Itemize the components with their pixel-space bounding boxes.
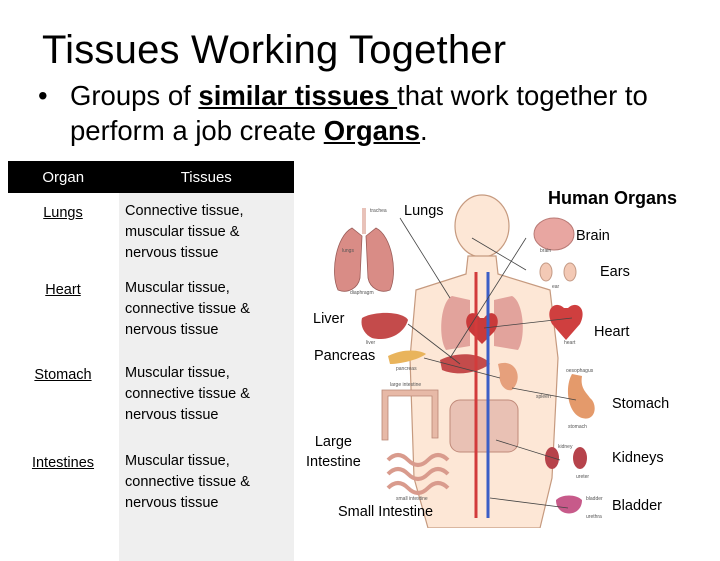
small-label-ear: ear — [552, 284, 560, 290]
bullet-suffix: . — [420, 115, 428, 146]
bullet-prefix: Groups of — [70, 80, 199, 111]
small-label-spleen: spleen — [536, 394, 551, 400]
cell-organ: Heart — [8, 270, 119, 355]
small-label-bladder: bladder — [586, 496, 603, 502]
pancreas-diagram-icon — [388, 350, 426, 364]
heart-diagram-icon — [549, 304, 583, 340]
small-label-lungs: lungs — [342, 248, 354, 254]
cell-organ: Intestines — [8, 443, 119, 561]
label-small-intestine: Small Intestine — [338, 504, 434, 520]
header-tissues: Tissues — [118, 161, 294, 193]
large-intestine-diagram-icon — [381, 389, 439, 441]
liver-diagram-icon — [361, 312, 408, 340]
small-label-stomach: stomach — [568, 424, 587, 430]
small-label-diaphragm: diaphragm — [350, 290, 374, 296]
bullet-middle: that work together to perform a job crea… — [70, 80, 648, 146]
slide-title: Tissues Working Together — [42, 28, 507, 72]
ears-diagram-icon — [539, 262, 577, 282]
cell-tissues: Muscular tissue, connective tissue & ner… — [118, 443, 294, 561]
organ-tissue-table: Organ Tissues Lungs Connective tissue, m… — [8, 161, 294, 561]
small-intestine-diagram-icon — [386, 453, 450, 495]
pointer-lines — [399, 217, 577, 509]
bullet-emphasis-organs: Organs — [323, 115, 421, 146]
label-heart: Heart — [594, 324, 630, 340]
bladder-diagram-icon — [556, 495, 582, 514]
small-label-kidney: kidney — [558, 444, 573, 450]
small-label-pancreas: pancreas — [396, 366, 417, 372]
label-ears: Ears — [600, 264, 630, 280]
label-liver: Liver — [313, 311, 345, 327]
table-header-row: Organ Tissues — [8, 161, 294, 193]
cell-tissues: Connective tissue, muscular tissue & ner… — [118, 193, 294, 270]
label-brain: Brain — [576, 228, 610, 244]
cell-organ: Lungs — [8, 193, 119, 270]
small-label-urethra: urethra — [586, 514, 602, 520]
bullet-point: • Groups of similar tissues that work to… — [38, 78, 698, 148]
organs-illustration — [334, 194, 595, 528]
header-organ: Organ — [8, 161, 119, 193]
small-label-brain: brain — [540, 248, 552, 254]
small-label-heart: heart — [564, 340, 576, 346]
label-kidneys: Kidneys — [612, 450, 664, 466]
human-organs-diagram: Human Organs Lungs Brain Ears Liver Hear… — [300, 178, 720, 528]
small-label-small-intestine: small intestine — [396, 496, 428, 502]
diagram-title: Human Organs — [548, 188, 678, 208]
small-label-trachea: trachea — [370, 208, 387, 214]
small-label-oesophagus: oesophagus — [566, 368, 594, 374]
kidneys-diagram-icon — [545, 447, 587, 469]
lungs-diagram-icon — [334, 208, 394, 292]
cell-tissues: Muscular tissue, connective tissue & ner… — [118, 355, 294, 443]
small-label-large-intestine: large intestine — [390, 382, 422, 388]
table-row: Intestines Muscular tissue, connective t… — [8, 443, 294, 561]
label-large-intestine: Large Intestine — [306, 434, 361, 470]
brain-diagram-icon — [533, 217, 575, 251]
table-row: Stomach Muscular tissue, connective tiss… — [8, 355, 294, 443]
label-lungs: Lungs — [404, 203, 444, 219]
bullet-text: Groups of similar tissues that work toge… — [70, 78, 698, 148]
small-label-ureter: ureter — [576, 474, 590, 480]
small-label-liver: liver — [366, 340, 376, 346]
cell-organ: Stomach — [8, 355, 119, 443]
bullet-emphasis-similar-tissues: similar tissues — [198, 80, 398, 111]
label-bladder: Bladder — [612, 498, 662, 514]
table-row: Heart Muscular tissue, connective tissue… — [8, 270, 294, 355]
stomach-diagram-icon — [567, 374, 595, 419]
table-row: Lungs Connective tissue, muscular tissue… — [8, 193, 294, 270]
label-stomach: Stomach — [612, 396, 670, 412]
body-organs — [440, 272, 523, 518]
label-pancreas: Pancreas — [314, 348, 376, 364]
bullet-dot: • — [38, 80, 48, 111]
cell-tissues: Muscular tissue, connective tissue & ner… — [118, 270, 294, 355]
